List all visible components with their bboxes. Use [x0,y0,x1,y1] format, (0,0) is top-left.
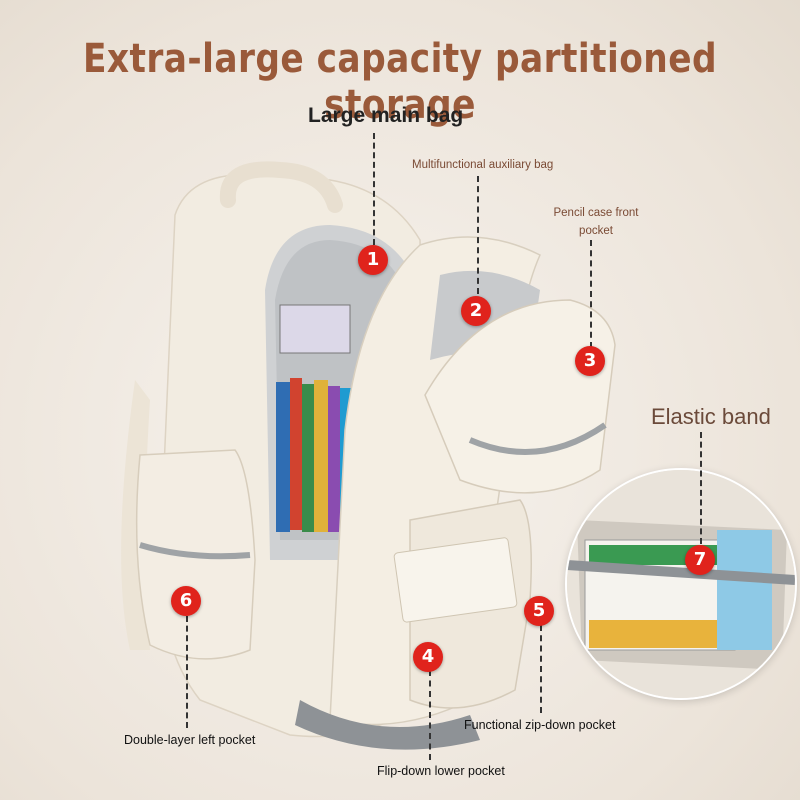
inset-illustration [567,470,795,698]
marker-5: 5 [524,596,554,626]
leader-line-2 [477,176,479,294]
marker-4: 4 [413,642,443,672]
label-auxiliary-bag: Multifunctional auxiliary bag [412,159,554,171]
marker-6: 6 [171,586,201,616]
marker-2: 2 [461,296,491,326]
label-main-bag: Large main bag [308,104,464,127]
leader-line-1 [373,133,375,245]
leader-line-3 [590,240,592,348]
page-title: Extra-large capacity partitioned storage [82,36,718,128]
label-lower-pocket: Flip-down lower pocket [377,764,505,778]
marker-7: 7 [685,545,715,575]
leader-line-4 [429,670,431,760]
marker-3: 3 [575,346,605,376]
label-left-pocket: Double-layer left pocket [124,733,256,747]
elastic-band-inset [565,468,797,700]
label-pencil-case: Pencil case front pocket [553,207,639,237]
leader-line-6 [186,616,188,728]
marker-1: 1 [358,245,388,275]
label-elastic-band: Elastic band [651,404,771,429]
leader-line-7 [700,432,702,544]
label-zip-pocket: Functional zip-down pocket [464,718,616,732]
leader-line-5 [540,625,542,713]
